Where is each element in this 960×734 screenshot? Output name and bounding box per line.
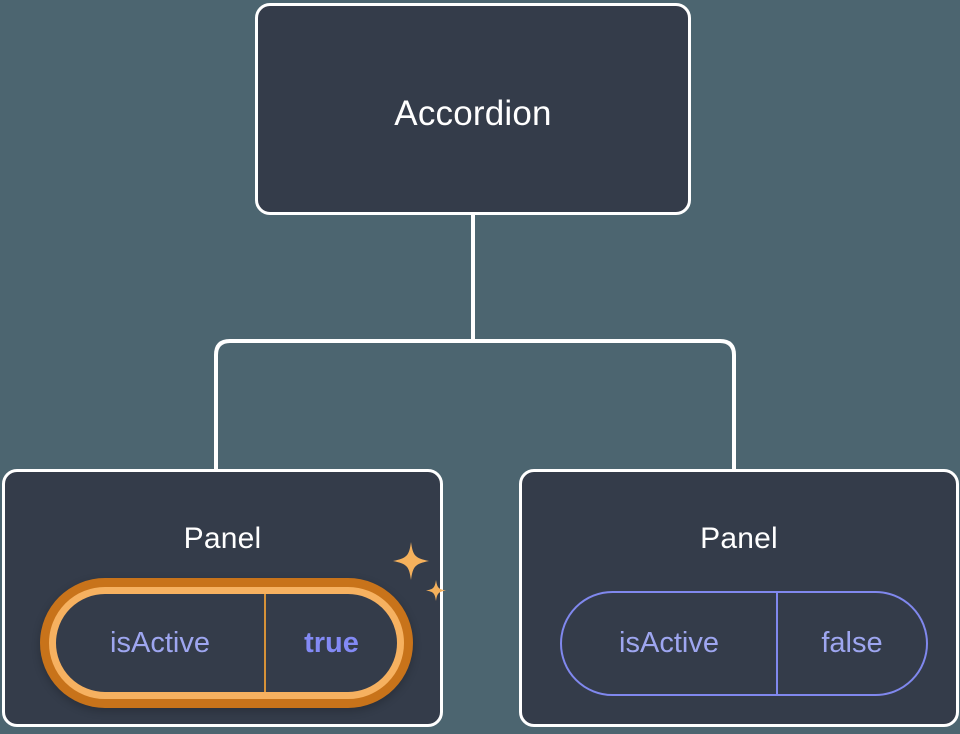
node-panel-active-label: Panel bbox=[183, 522, 262, 555]
node-panel-active[interactable]: Panel isActive true bbox=[2, 469, 446, 727]
node-accordion-label: Accordion bbox=[394, 94, 552, 133]
connector-to-panel-left bbox=[214, 339, 473, 471]
prop-key-label: isActive bbox=[56, 594, 266, 692]
prop-key-label: isActive bbox=[562, 593, 778, 694]
prop-pill-isactive-true[interactable]: isActive true bbox=[40, 578, 413, 708]
node-accordion[interactable]: Accordion bbox=[255, 3, 691, 215]
prop-value-label: true bbox=[304, 626, 359, 659]
node-panel-inactive-label: Panel bbox=[700, 522, 778, 555]
prop-value-label: false bbox=[821, 627, 883, 659]
connector-to-panel-right bbox=[473, 339, 736, 471]
node-panel-inactive[interactable]: Panel isActive false bbox=[519, 469, 959, 727]
prop-pill-isactive-false[interactable]: isActive false bbox=[560, 591, 928, 696]
